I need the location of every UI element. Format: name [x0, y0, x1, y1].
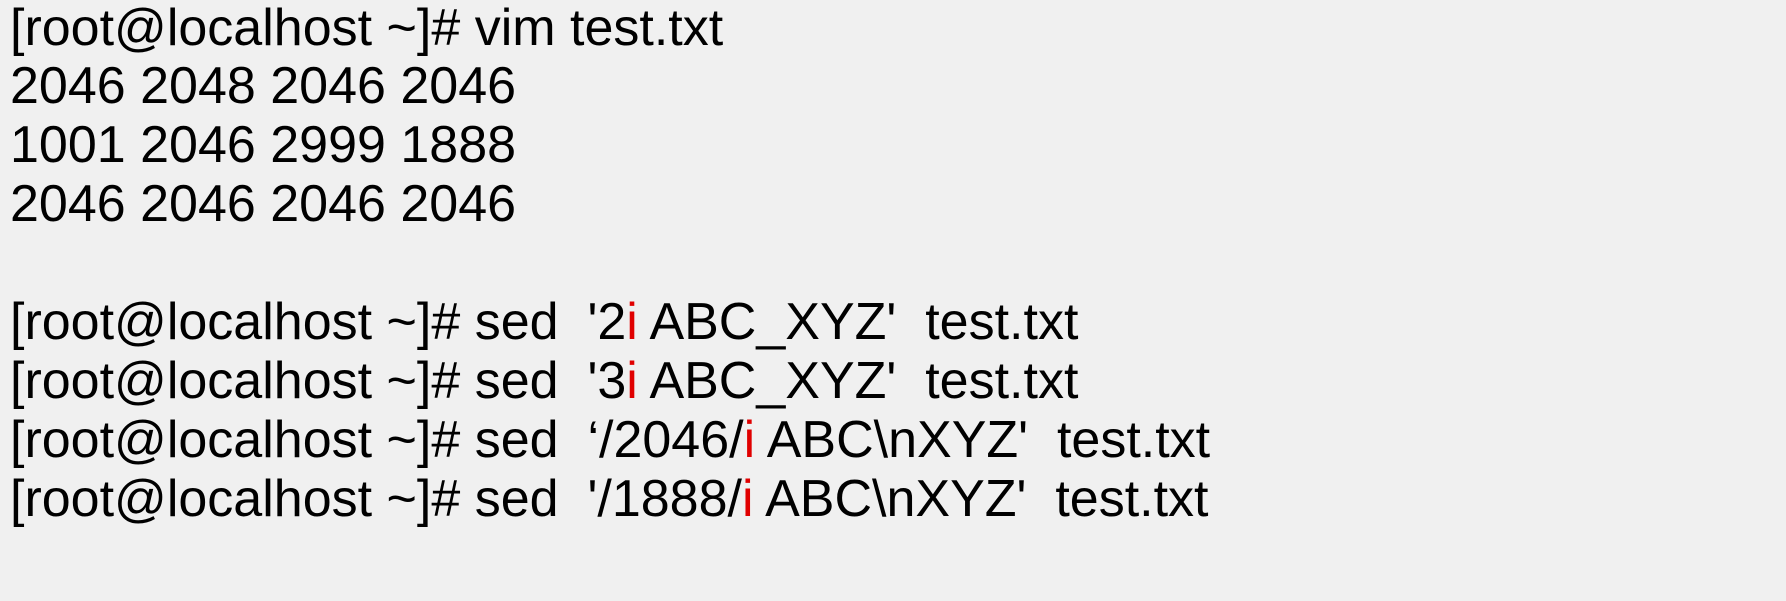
command-line-sed-2i: [root@localhost ~]# sed '2i ABC_XYZ' tes…: [10, 292, 1078, 352]
command-text: sed '2: [460, 293, 627, 351]
command-text: ABC_XYZ' test.txt: [637, 352, 1079, 410]
command-line-sed-1888i: [root@localhost ~]# sed '/1888/i ABC\nXY…: [10, 469, 1209, 529]
command-text: ABC_XYZ' test.txt: [637, 293, 1079, 351]
insert-flag-highlight: i: [743, 411, 756, 469]
insert-flag-highlight: i: [741, 470, 754, 528]
command-text: ABC\nXYZ' test.txt: [755, 411, 1211, 469]
command-text: ABC\nXYZ' test.txt: [753, 470, 1209, 528]
command-line-sed-3i: [root@localhost ~]# sed '3i ABC_XYZ' tes…: [10, 351, 1078, 411]
insert-flag-highlight: i: [626, 352, 638, 410]
command-text: sed ‘/2046/: [460, 411, 744, 469]
file-content-line-2: 1001 2046 2999 1888: [10, 116, 517, 174]
insert-flag-highlight: i: [626, 293, 638, 351]
file-content-line-1: 2046 2048 2046 2046: [10, 57, 517, 115]
command-text: sed '/1888/: [460, 470, 742, 528]
shell-prompt: [root@localhost ~]#: [10, 470, 461, 528]
command-line-vim: [root@localhost ~]# vim test.txt: [10, 0, 723, 58]
shell-prompt: [root@localhost ~]#: [10, 293, 461, 351]
command-text: sed '3: [460, 352, 627, 410]
file-content-line-3: 2046 2046 2046 2046: [10, 175, 517, 233]
shell-prompt: [root@localhost ~]#: [10, 0, 461, 57]
command-line-sed-2046i: [root@localhost ~]# sed ‘/2046/i ABC\nXY…: [10, 410, 1210, 470]
shell-prompt: [root@localhost ~]#: [10, 352, 461, 410]
command-text: vim test.txt: [460, 0, 724, 57]
shell-prompt: [root@localhost ~]#: [10, 411, 461, 469]
